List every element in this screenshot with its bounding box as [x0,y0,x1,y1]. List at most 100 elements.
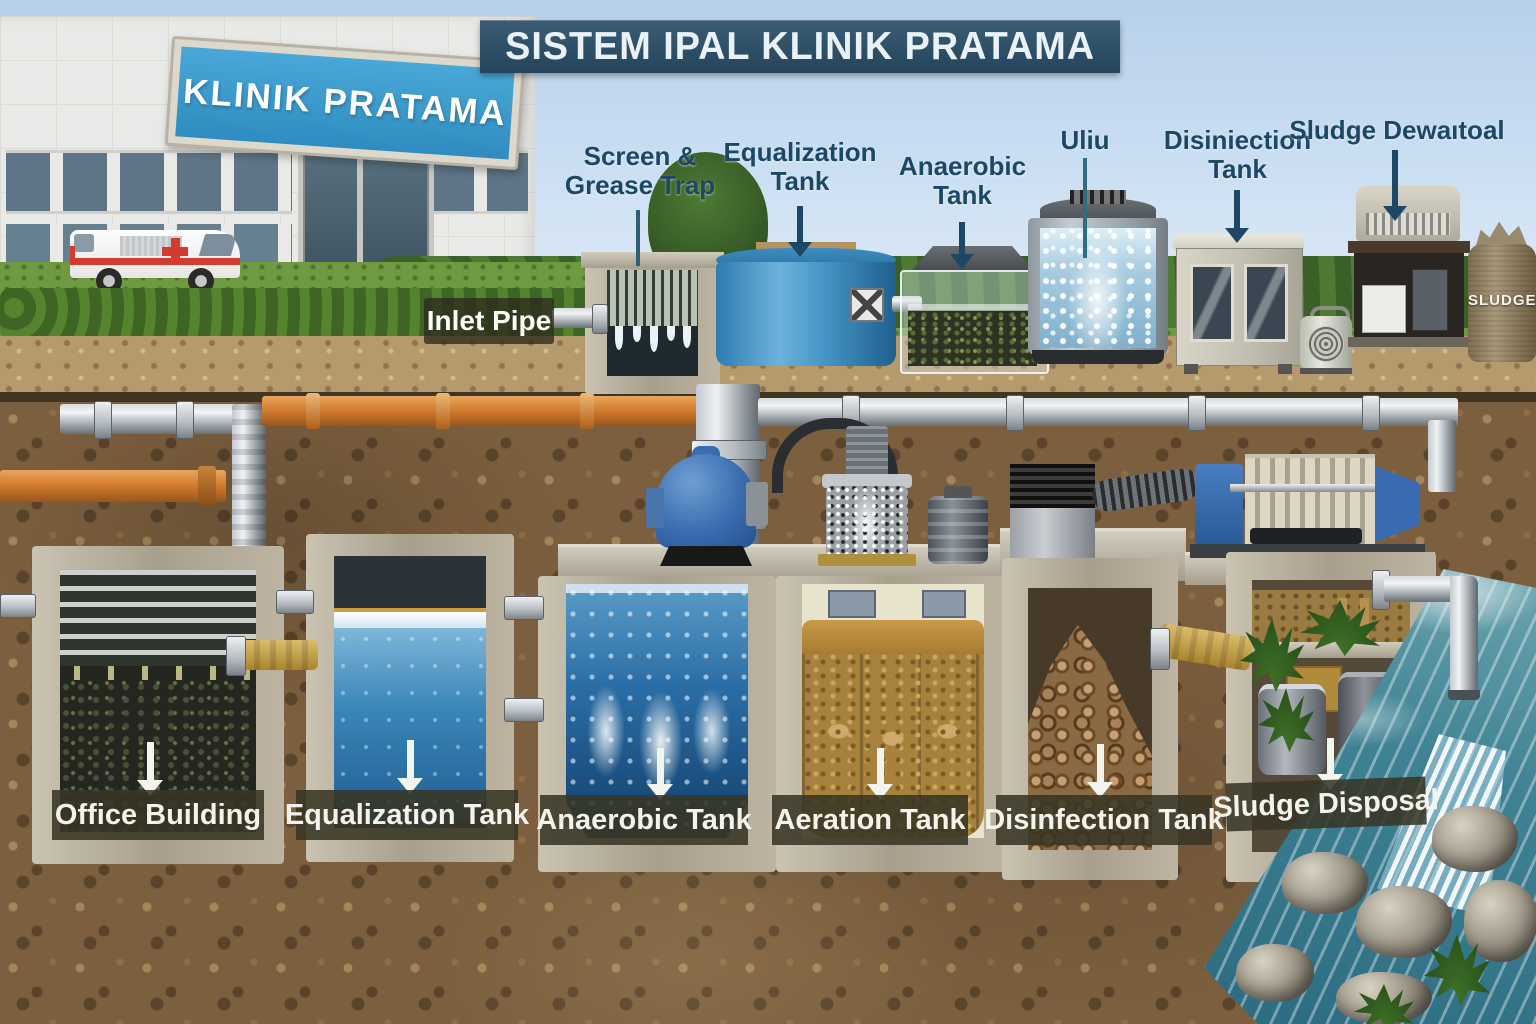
aerator-gold-base [818,554,916,566]
pipe-coupling [1362,395,1380,431]
orange-coupling [580,393,594,429]
grease-drip [615,326,623,350]
down-arrow-aeration [877,748,884,784]
downcomer-pipe [232,404,266,562]
aerator-lid [822,474,912,488]
cabinet-foot [1184,364,1198,374]
arrowhead-disinfection [1225,228,1249,243]
arrow-equalization [797,206,803,242]
inlet-pipe-label: Inlet Pipe [424,298,554,344]
aeration-steel-box [922,590,966,618]
grease-drip [633,326,641,342]
building-upper-windows [6,150,292,214]
aeration-tan-ring [802,620,984,654]
pump-side-box [646,488,664,528]
pump-stand [660,546,752,566]
hazard-placard-icon [850,288,884,322]
dewater-cabinet [1412,269,1448,331]
label-disinfection-top: Disiniection Tank [1163,125,1312,185]
press-head-block [1195,464,1243,544]
outfall-pipe-vertical [1450,576,1478,696]
orange-pipe-flange [198,466,216,506]
grease-drip [683,326,691,348]
bag-body [1468,244,1536,362]
anaerobic-waterline [908,304,1037,311]
entrance-mullion [357,153,363,281]
connector-flange [1150,628,1170,670]
label-sludge-dewatering: Sludge Dewaıtoal [1289,115,1505,145]
label-anaerobic-bottom: Anaerobic Tank [536,795,752,845]
dewater-base [1348,337,1470,347]
canister-cap [944,486,972,498]
blower-grill [1308,326,1344,362]
arrowhead-equalization [788,242,812,257]
uliu-tank [1028,190,1168,374]
compressor-fins [1010,464,1095,508]
label-office-building: Office Building [52,790,264,840]
grease-drip [667,326,675,341]
office-tank-grate [60,570,256,666]
filter-press [1190,446,1425,560]
connector-flange [226,636,246,676]
label-aeration-bottom: Aeration Tank [772,795,968,845]
inlet-pipe [552,308,600,328]
dewater-beam [1348,241,1470,253]
pipe-coupling [1006,395,1024,431]
down-arrow-office [147,742,154,780]
arrow-sludge-dewatering [1392,150,1398,206]
river-rock [1432,806,1518,872]
cabinet-window-left [1190,264,1234,342]
equalization-tank-above [716,242,922,375]
pointer-line-uliu [1083,158,1087,258]
title-banner: SISTEM IPAL KLINIK PRATAMA [480,20,1120,73]
arrowhead-anaerobic [950,254,974,269]
anaerobic-ug-surface [566,584,748,593]
dewater-grill [1366,213,1450,235]
pipe-coupling [1188,395,1206,431]
eq-ug-foam [334,612,486,628]
label-anaerobic-top: Anaerobic Tank [898,151,1027,211]
blower-base [1300,368,1352,374]
trap-grease-chamber [607,326,698,376]
label-sludge-disposal: Sludge Disposal [1213,776,1439,832]
down-arrow-equalization [407,740,414,778]
label-equalization-bottom: Equalization Tank [285,790,529,840]
anaerobic-media [908,310,1037,366]
cabinet-window-right [1244,264,1288,342]
outfall-open-end [1448,690,1480,700]
tank-wall-stub [504,596,544,620]
tank-wall-stub [504,698,544,722]
ambulance-red-stripe [70,258,240,265]
gold-connector-1 [238,640,318,670]
ambulance [70,218,250,298]
transfer-pipe-top [758,395,1458,431]
orange-sewer-pipe-left [0,470,226,502]
compressor-body [1010,508,1095,558]
label-uliu: Uliu [1060,125,1110,155]
cabinet-foot [1278,364,1292,374]
anaerobic-tank-above [900,246,1049,374]
orange-sewer-pipe-main [262,393,700,429]
river-rock [1282,852,1368,914]
ambulance-tail-light [70,246,75,260]
aeration-steel-box [828,590,876,618]
grease-drip [650,326,658,352]
arrow-anaerobic [959,222,965,254]
aerator-motor [846,426,888,482]
press-rollers [1250,528,1362,544]
trap-top-beam [581,252,724,268]
label-equalization-top: Equalization Tank [723,137,877,197]
uliu-base [1032,350,1164,364]
orange-coupling [436,393,450,429]
wood-post [1360,598,1369,642]
down-arrow-anaerobic [657,748,664,784]
transfer-pipe-drop [1428,420,1456,492]
label-screen-grease-trap: Screen & Grease Trap [564,141,716,201]
building-drain-pipe [60,404,240,434]
trap-screen-bars [607,270,698,326]
sludge-dewatering-station [1348,185,1470,377]
press-end-bracket [1375,466,1419,542]
down-arrow-disinfection [1097,744,1104,782]
pipe-coupling [176,401,194,439]
red-cross-icon [162,238,188,264]
